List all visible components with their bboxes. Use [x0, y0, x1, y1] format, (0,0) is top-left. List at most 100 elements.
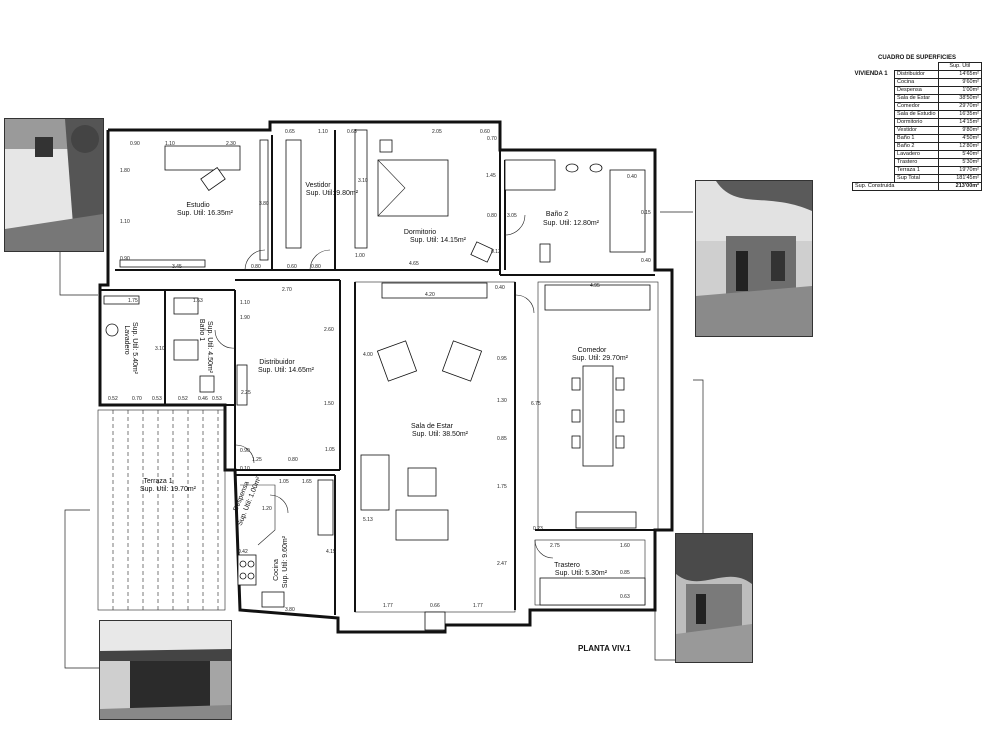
row-name: Baño 1: [894, 134, 939, 143]
row-name: Terraza 1: [894, 166, 939, 175]
dim-label: 0.52: [108, 396, 118, 402]
terraza-hatch: [97, 409, 226, 611]
row-value: 14'15m²: [937, 118, 983, 127]
table-spacer: [853, 159, 895, 167]
room-name-bano1: Baño 1: [198, 319, 205, 341]
room-area-lavadero: Sup. Util: 5.40m²: [131, 322, 138, 375]
dim-label: 0.13: [491, 249, 501, 255]
dim-label: 1.60: [620, 543, 630, 549]
room-name-cocina: Cocina: [273, 559, 280, 581]
sala-outline: [354, 281, 516, 613]
dim-label: 1.10: [318, 129, 328, 135]
photo-exterior-garden: [675, 533, 753, 663]
dim-label: 0.53: [152, 396, 162, 402]
table-spacer: [853, 175, 895, 183]
dim-label: 0.90: [130, 141, 140, 147]
row-value: 9'80m²: [937, 126, 983, 135]
room-name-distribuidor: Distribuidor: [259, 359, 295, 366]
dim-label: 1.00: [355, 253, 365, 259]
dim-label: 0.52: [178, 396, 188, 402]
dim-label: 1.77: [473, 603, 483, 609]
room-name-estudio: Estudio: [186, 202, 209, 209]
dim-label: 1.05: [325, 447, 335, 453]
dim-label: 3.10: [358, 178, 368, 184]
photo-exterior-porch: [99, 620, 232, 720]
table-spacer: [853, 111, 895, 119]
unit-label: VIVIENDA 1: [854, 71, 888, 77]
built-label: Sup. Construida: [852, 182, 939, 191]
dim-label: 0.63: [620, 594, 630, 600]
dim-label: 1.10: [240, 300, 250, 306]
photo-exterior-yard: [695, 180, 813, 337]
dim-label: 1.20: [262, 506, 272, 512]
room-name-vestidor: Vestidor: [305, 182, 331, 189]
dim-label: 1.90: [240, 315, 250, 321]
table-spacer: [853, 79, 895, 87]
table-spacer: [853, 135, 895, 143]
room-name-terraza: Terraza 1: [143, 478, 172, 485]
row-name: Sala de Estudio: [894, 110, 939, 119]
dim-label: 0.10: [240, 466, 250, 472]
dim-label: 2.05: [432, 129, 442, 135]
dim-label: 1.75: [497, 484, 507, 490]
column-header: Sup. Util: [937, 62, 983, 71]
row-value: 38'50m²: [937, 94, 983, 103]
row-value: 12'80m²: [937, 142, 983, 151]
room-name-lavadero: Lavadero: [123, 325, 130, 354]
room-name-trastero: Trastero: [554, 562, 580, 569]
dim-label: 0.70: [132, 396, 142, 402]
dim-label: 0.70: [487, 136, 497, 142]
dim-label: 0.80: [288, 457, 298, 463]
dim-label: 0.65: [285, 129, 295, 135]
dim-label: 4.65: [409, 261, 419, 267]
photo-leader-line: [59, 250, 98, 296]
dim-label: 0.60: [480, 129, 490, 135]
dim-label: 1.45: [486, 173, 496, 179]
table-spacer: [853, 87, 895, 95]
dim-label: 4.15: [326, 549, 336, 555]
dim-label: 2.47: [497, 561, 507, 567]
room-name-dormitorio: Dormitorio: [404, 229, 436, 236]
room-area-vestidor: Sup. Util: 9.80m²: [306, 190, 359, 197]
dim-label: 3.10: [155, 346, 165, 352]
dim-label: 1.30: [497, 398, 507, 404]
dim-label: 1.25: [252, 457, 262, 463]
dim-label: 0.95: [497, 356, 507, 362]
dim-label: 2.70: [282, 287, 292, 293]
built-value: 213'00m²: [937, 182, 983, 191]
dim-label: 0.46: [198, 396, 208, 402]
photo-exterior-facade: [4, 118, 104, 252]
dim-label: 0.40: [495, 285, 505, 291]
row-name: Sup Total: [894, 174, 939, 183]
room-area-cocina: Sup. Util: 9.60m²: [282, 535, 289, 588]
dim-label: 0.90: [120, 256, 130, 262]
room-name-comedor: Comedor: [578, 347, 607, 354]
room-area-distribuidor: Sup. Util: 14.65m²: [258, 367, 315, 374]
dim-label: 1.10: [165, 141, 175, 147]
dim-label: 0.80: [251, 264, 261, 270]
row-value: 1'00m²: [937, 86, 983, 95]
dim-label: 1.65: [302, 479, 312, 485]
row-value: 9'60m²: [937, 78, 983, 87]
table-spacer: [853, 119, 895, 127]
dim-label: 0.23: [533, 526, 543, 532]
dim-label: 5.13: [363, 517, 373, 523]
dim-label: 2.25: [241, 390, 251, 396]
dim-label: 3.80: [285, 607, 295, 613]
room-area-comedor: Sup. Util: 29.70m²: [572, 355, 629, 362]
dim-label: 2.75: [550, 543, 560, 549]
row-name: Lavadero: [894, 150, 939, 159]
dim-label: 0.42: [238, 549, 248, 555]
room-area-sala: Sup. Util: 38.50m²: [412, 431, 469, 438]
row-value: 16'35m²: [937, 110, 983, 119]
